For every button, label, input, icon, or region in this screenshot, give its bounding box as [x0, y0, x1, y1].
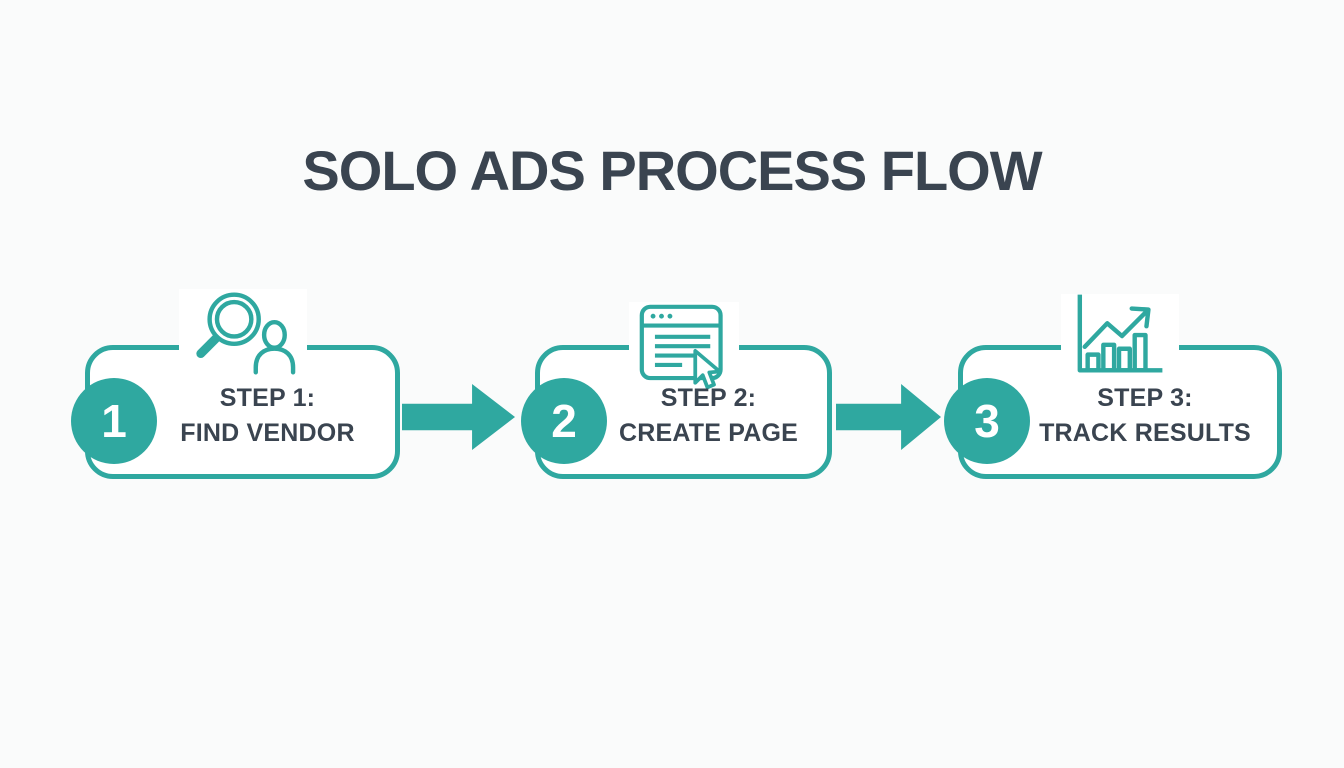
step-box-track-results: 3 STEP 3: TRACK RESULTS: [944, 294, 1282, 479]
step-label-line1: STEP 2:: [660, 384, 757, 412]
step-label-line1: STEP 3:: [1097, 384, 1193, 412]
step-label-line2: FIND VENDOR: [180, 419, 355, 447]
flow-arrow-right-icon: [402, 384, 515, 450]
step-box-create-page: 2 STEP 2: CREATE PAGE: [521, 302, 832, 479]
page-title: SOLO ADS PROCESS FLOW: [302, 139, 1042, 202]
step-number-badge: 3: [944, 378, 1030, 464]
step-box-find-vendor: 1 STEP 1: FIND VENDOR: [71, 289, 400, 479]
step-label: STEP 1: FIND VENDOR: [90, 350, 395, 474]
step-number: 1: [101, 395, 127, 447]
flow-arrow-right-icon: [836, 384, 941, 450]
step-label-line1: STEP 1:: [219, 384, 316, 412]
growth-chart-icon: [1061, 294, 1179, 380]
vendor-search-icon: [178, 289, 307, 375]
step-label-line2: TRACK RESULTS: [1039, 419, 1251, 447]
step-label: STEP 2: CREATE PAGE: [540, 350, 827, 474]
step-number-badge: 1: [71, 378, 157, 464]
step-number: 2: [551, 395, 577, 447]
browser-cursor-icon: [628, 302, 739, 396]
step-number: 3: [974, 395, 1000, 447]
step-label-line2: CREATE PAGE: [618, 419, 799, 447]
step-number-badge: 2: [521, 378, 607, 464]
step-label: STEP 3: TRACK RESULTS: [963, 350, 1277, 474]
